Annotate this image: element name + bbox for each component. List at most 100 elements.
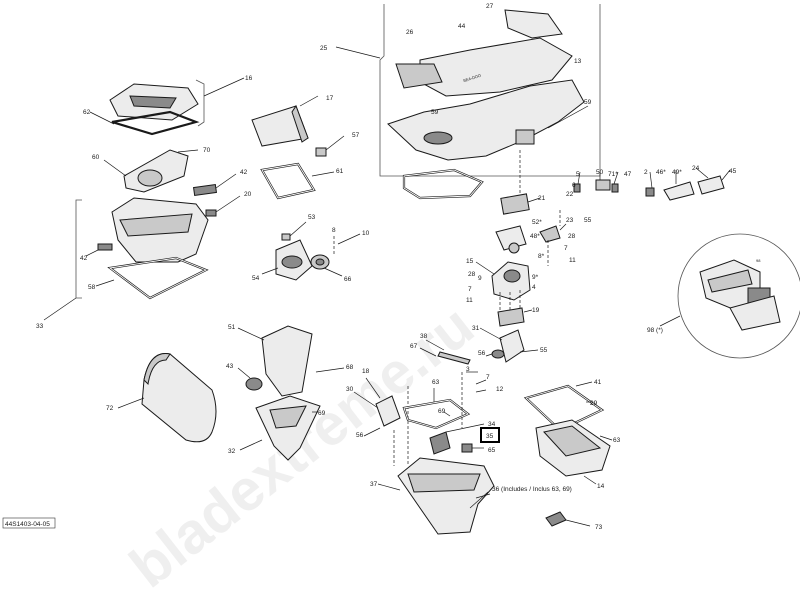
callout: 59: [584, 99, 592, 106]
callout: 15: [466, 258, 474, 265]
part-23-lever: [539, 225, 561, 243]
callout: 9: [478, 275, 482, 282]
callout: 7: [486, 374, 490, 381]
callout: 7: [468, 286, 472, 293]
svg-text:SEA-DOO: SEA-DOO: [462, 73, 481, 83]
part-17-cover: [251, 104, 309, 147]
svg-text:44S1403-04-05: 44S1403-04-05: [5, 521, 50, 528]
part-14-storage-box: [535, 419, 611, 477]
callout: 9*: [532, 274, 539, 281]
callout: 59: [431, 109, 439, 116]
deck-panel-group: SEA-DOO: [335, 4, 601, 200]
part-27-top-shell: [504, 9, 563, 39]
callout: 20: [244, 191, 252, 198]
callout: 33: [36, 323, 44, 330]
part-65-latch: [461, 443, 473, 453]
callout: 17: [326, 95, 334, 102]
callout: 69: [438, 408, 446, 415]
callout: 53: [308, 214, 316, 221]
part-19-fitting: [497, 307, 525, 327]
callout: 7: [564, 245, 568, 252]
callout: 38: [420, 333, 428, 340]
callout: 55: [540, 347, 548, 354]
callout: 27: [486, 3, 494, 10]
part-38-hose: [437, 351, 471, 365]
callout: 22: [566, 191, 574, 198]
callout: 31: [472, 325, 480, 332]
callout: 47: [624, 171, 632, 178]
part-21-plate: [500, 193, 530, 215]
callout: 52*: [532, 219, 542, 226]
callout: 6: [572, 182, 576, 189]
callout: 11: [569, 257, 576, 264]
callout: 67: [410, 343, 418, 350]
part-42-bracket: [192, 183, 218, 197]
part-73-clip: [545, 511, 567, 527]
callout: 50: [596, 169, 604, 176]
part-31-vent: [499, 329, 525, 363]
drawing-code-box: [2, 517, 56, 529]
callout: 54: [252, 275, 260, 282]
callout: 24: [692, 165, 700, 172]
part-30-bracket: [375, 395, 401, 427]
callout: 60: [92, 154, 100, 161]
highlighted-callout-35-box: [480, 427, 500, 443]
callout: 8*: [538, 253, 545, 260]
callout: 61: [336, 168, 344, 175]
deck-group-frame: [379, 4, 601, 177]
callout: 73: [595, 524, 603, 531]
part-44-deck-pad: [419, 37, 573, 97]
callout: 68: [346, 364, 354, 371]
callout: 19: [532, 307, 540, 314]
detail-98-callout: 98: [677, 233, 800, 359]
part-34-clip: [429, 431, 451, 455]
callout: 10: [362, 230, 370, 237]
callout: 12: [496, 386, 504, 393]
callout: 58: [88, 284, 96, 291]
part-51-duct: [261, 325, 313, 397]
part-pump-assembly: [491, 225, 531, 301]
callout: 11: [466, 297, 473, 304]
callout: 30: [346, 386, 354, 393]
callout: 65: [488, 447, 496, 454]
part-54-pump: [275, 239, 313, 281]
callout: 29: [590, 400, 598, 407]
callout: 69: [318, 410, 326, 417]
callout: 42: [240, 169, 248, 176]
callout: 57: [352, 132, 360, 139]
callout: 37: [370, 481, 378, 488]
callout: 5: [576, 171, 580, 178]
part-62-lid: [109, 83, 200, 136]
callout: 44: [458, 23, 466, 30]
callout: 26: [406, 29, 414, 36]
callout: 28: [568, 233, 576, 240]
callout: 56: [356, 432, 364, 439]
callout: 63: [613, 437, 621, 444]
callout: 71*: [608, 171, 618, 178]
callout: 63: [432, 379, 440, 386]
callout: 46*: [656, 169, 666, 176]
callout-35-highlighted: 35: [486, 433, 494, 440]
part-60-funnel: [123, 149, 189, 193]
callout: 48*: [530, 233, 540, 240]
callout: 62: [83, 109, 91, 116]
callout: 42: [80, 255, 88, 262]
callout: 41: [594, 379, 602, 386]
callout: 72: [106, 405, 114, 412]
callout: 70: [203, 147, 211, 154]
callout: 43: [226, 363, 234, 370]
callout: 28: [468, 271, 476, 278]
callout: 51: [228, 324, 236, 331]
callout: 2: [644, 169, 648, 176]
callout: 66: [344, 276, 352, 283]
part-57-clip: [315, 147, 327, 157]
callout: 49*: [672, 169, 682, 176]
callout-98: 98 (*): [647, 327, 663, 334]
callout: 4: [532, 284, 536, 291]
callout: 45: [729, 168, 737, 175]
callout: 32: [228, 448, 236, 455]
callout: 21: [538, 195, 546, 202]
callout-labels: 27 25 44 26 13 59 59 16 62 17 57 60 70 6…: [36, 3, 737, 531]
